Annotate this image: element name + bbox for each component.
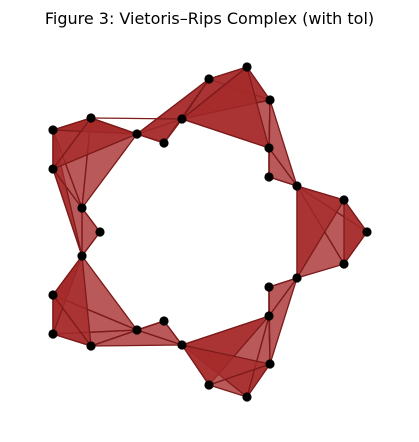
vertex-point-24 (77, 251, 87, 261)
vertex-point-10 (362, 227, 372, 237)
vertex-point-11 (339, 259, 349, 269)
simplex-edge-2 (136, 133, 165, 144)
vertex-point-16 (242, 392, 252, 402)
vertex-point-23 (48, 290, 58, 300)
simplex-edge-7 (81, 231, 101, 257)
simplex-edge-4 (136, 320, 165, 331)
vertex-point-9 (339, 195, 349, 205)
vertex-point-13 (264, 282, 274, 292)
simplex-edge-10 (268, 176, 298, 187)
simplex-triangle-11 (268, 99, 298, 187)
simplex-edge-6 (81, 207, 101, 233)
vertex-point-25 (95, 227, 105, 237)
simplex-edge-5 (163, 320, 183, 346)
vertices-layer (48, 62, 372, 402)
vertex-point-28 (48, 125, 58, 135)
figure-title: Figure 3: Vietoris–Rips Complex (with to… (45, 9, 374, 28)
vertex-point-26 (77, 203, 87, 213)
simplex-edge-11 (268, 277, 298, 288)
vertex-point-12 (292, 273, 302, 283)
vertex-point-17 (204, 380, 214, 390)
vertex-point-4 (132, 129, 142, 139)
vertex-point-5 (159, 138, 169, 148)
vertex-point-21 (86, 341, 96, 351)
vertex-point-14 (264, 311, 274, 321)
vertex-point-20 (132, 325, 142, 335)
simplex-triangle-16 (296, 185, 345, 279)
vertex-point-6 (264, 143, 274, 153)
simplex-triangle-15 (343, 199, 368, 265)
simplex-triangle-33 (52, 255, 92, 347)
vertex-point-0 (204, 74, 214, 84)
vertex-point-27 (48, 164, 58, 174)
vertex-point-1 (242, 62, 252, 72)
edges-layer (81, 117, 298, 346)
simplex-edge-3 (163, 118, 183, 144)
vertex-point-7 (264, 172, 274, 182)
vertex-point-15 (265, 359, 275, 369)
simplices-layer (52, 66, 368, 398)
vertex-point-2 (265, 95, 275, 105)
simplex-edge-1 (90, 117, 183, 120)
simplex-triangle-24 (181, 344, 271, 386)
vertex-point-18 (177, 340, 187, 350)
vertex-point-3 (177, 114, 187, 124)
vertex-point-8 (292, 181, 302, 191)
vertex-point-29 (86, 113, 96, 123)
simplex-triangle-8 (181, 66, 270, 149)
vertex-point-19 (159, 316, 169, 326)
simplex-edge-0 (90, 117, 138, 135)
vertex-point-22 (48, 329, 58, 339)
